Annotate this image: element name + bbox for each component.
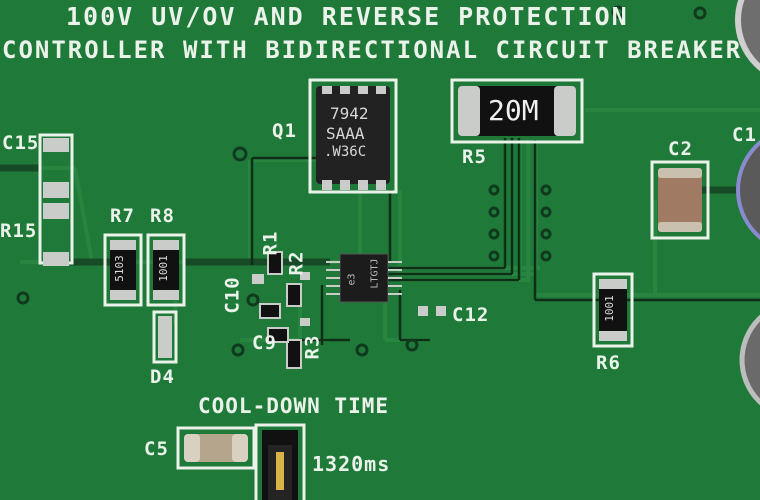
ref-c2: C2 (668, 138, 693, 160)
r8-marking: 1001 (156, 255, 170, 282)
ref-d4: D4 (150, 366, 175, 388)
ref-r6: R6 (596, 352, 621, 374)
q1-marking-3: .W36C (324, 144, 367, 160)
board-title-line-2: CONTROLLER WITH BIDIRECTIONAL CIRCUIT BR… (2, 36, 743, 64)
r6-marking: 1001 (602, 295, 616, 322)
r5-resistor (450, 78, 584, 144)
q1-marking-2: SAAA (326, 124, 365, 143)
ref-r3: R3 (301, 334, 324, 360)
ref-c9: C9 (252, 332, 277, 354)
q1-mosfet (308, 78, 398, 194)
ref-c1: C1 (732, 124, 757, 146)
d4-footprint (152, 310, 178, 364)
vias (16, 5, 707, 357)
small-passives (252, 251, 446, 369)
ic-marking-2: e3 (346, 273, 358, 286)
q1-marking-1: 7942 (330, 104, 369, 123)
r7-marking: 5103 (112, 255, 126, 282)
ref-r7: R7 (110, 205, 135, 227)
r5-marking: 20M (488, 94, 539, 127)
jumper-header (254, 423, 306, 500)
cool-down-label: COOL-DOWN TIME (198, 394, 390, 418)
ref-c15: C15 (2, 132, 40, 154)
ref-r2: R2 (285, 250, 308, 276)
r8-resistor (146, 233, 186, 307)
ref-r5: R5 (462, 146, 487, 168)
ref-c12: C12 (452, 304, 490, 326)
signal-traces (250, 138, 760, 345)
ref-c5: C5 (144, 438, 169, 460)
c2-capacitor (650, 160, 710, 240)
ref-r8: R8 (150, 205, 175, 227)
ref-q1: Q1 (272, 120, 297, 142)
ref-c10: C10 (221, 276, 244, 314)
timing-label: 1320ms (312, 452, 391, 476)
c1-capacitor (735, 0, 760, 406)
board-title-line-1: 100V UV/OV AND REVERSE PROTECTION (66, 2, 629, 31)
r7-resistor (103, 233, 143, 307)
ref-r1: R1 (259, 230, 282, 256)
c5-capacitor (176, 426, 256, 470)
ic-marking-1: LTGTJ (369, 258, 381, 289)
c15-footprint (38, 133, 74, 266)
power-traces (0, 164, 760, 266)
r6-resistor (592, 272, 634, 348)
ref-r15: R15 (0, 220, 38, 242)
controller-ic (326, 253, 402, 303)
